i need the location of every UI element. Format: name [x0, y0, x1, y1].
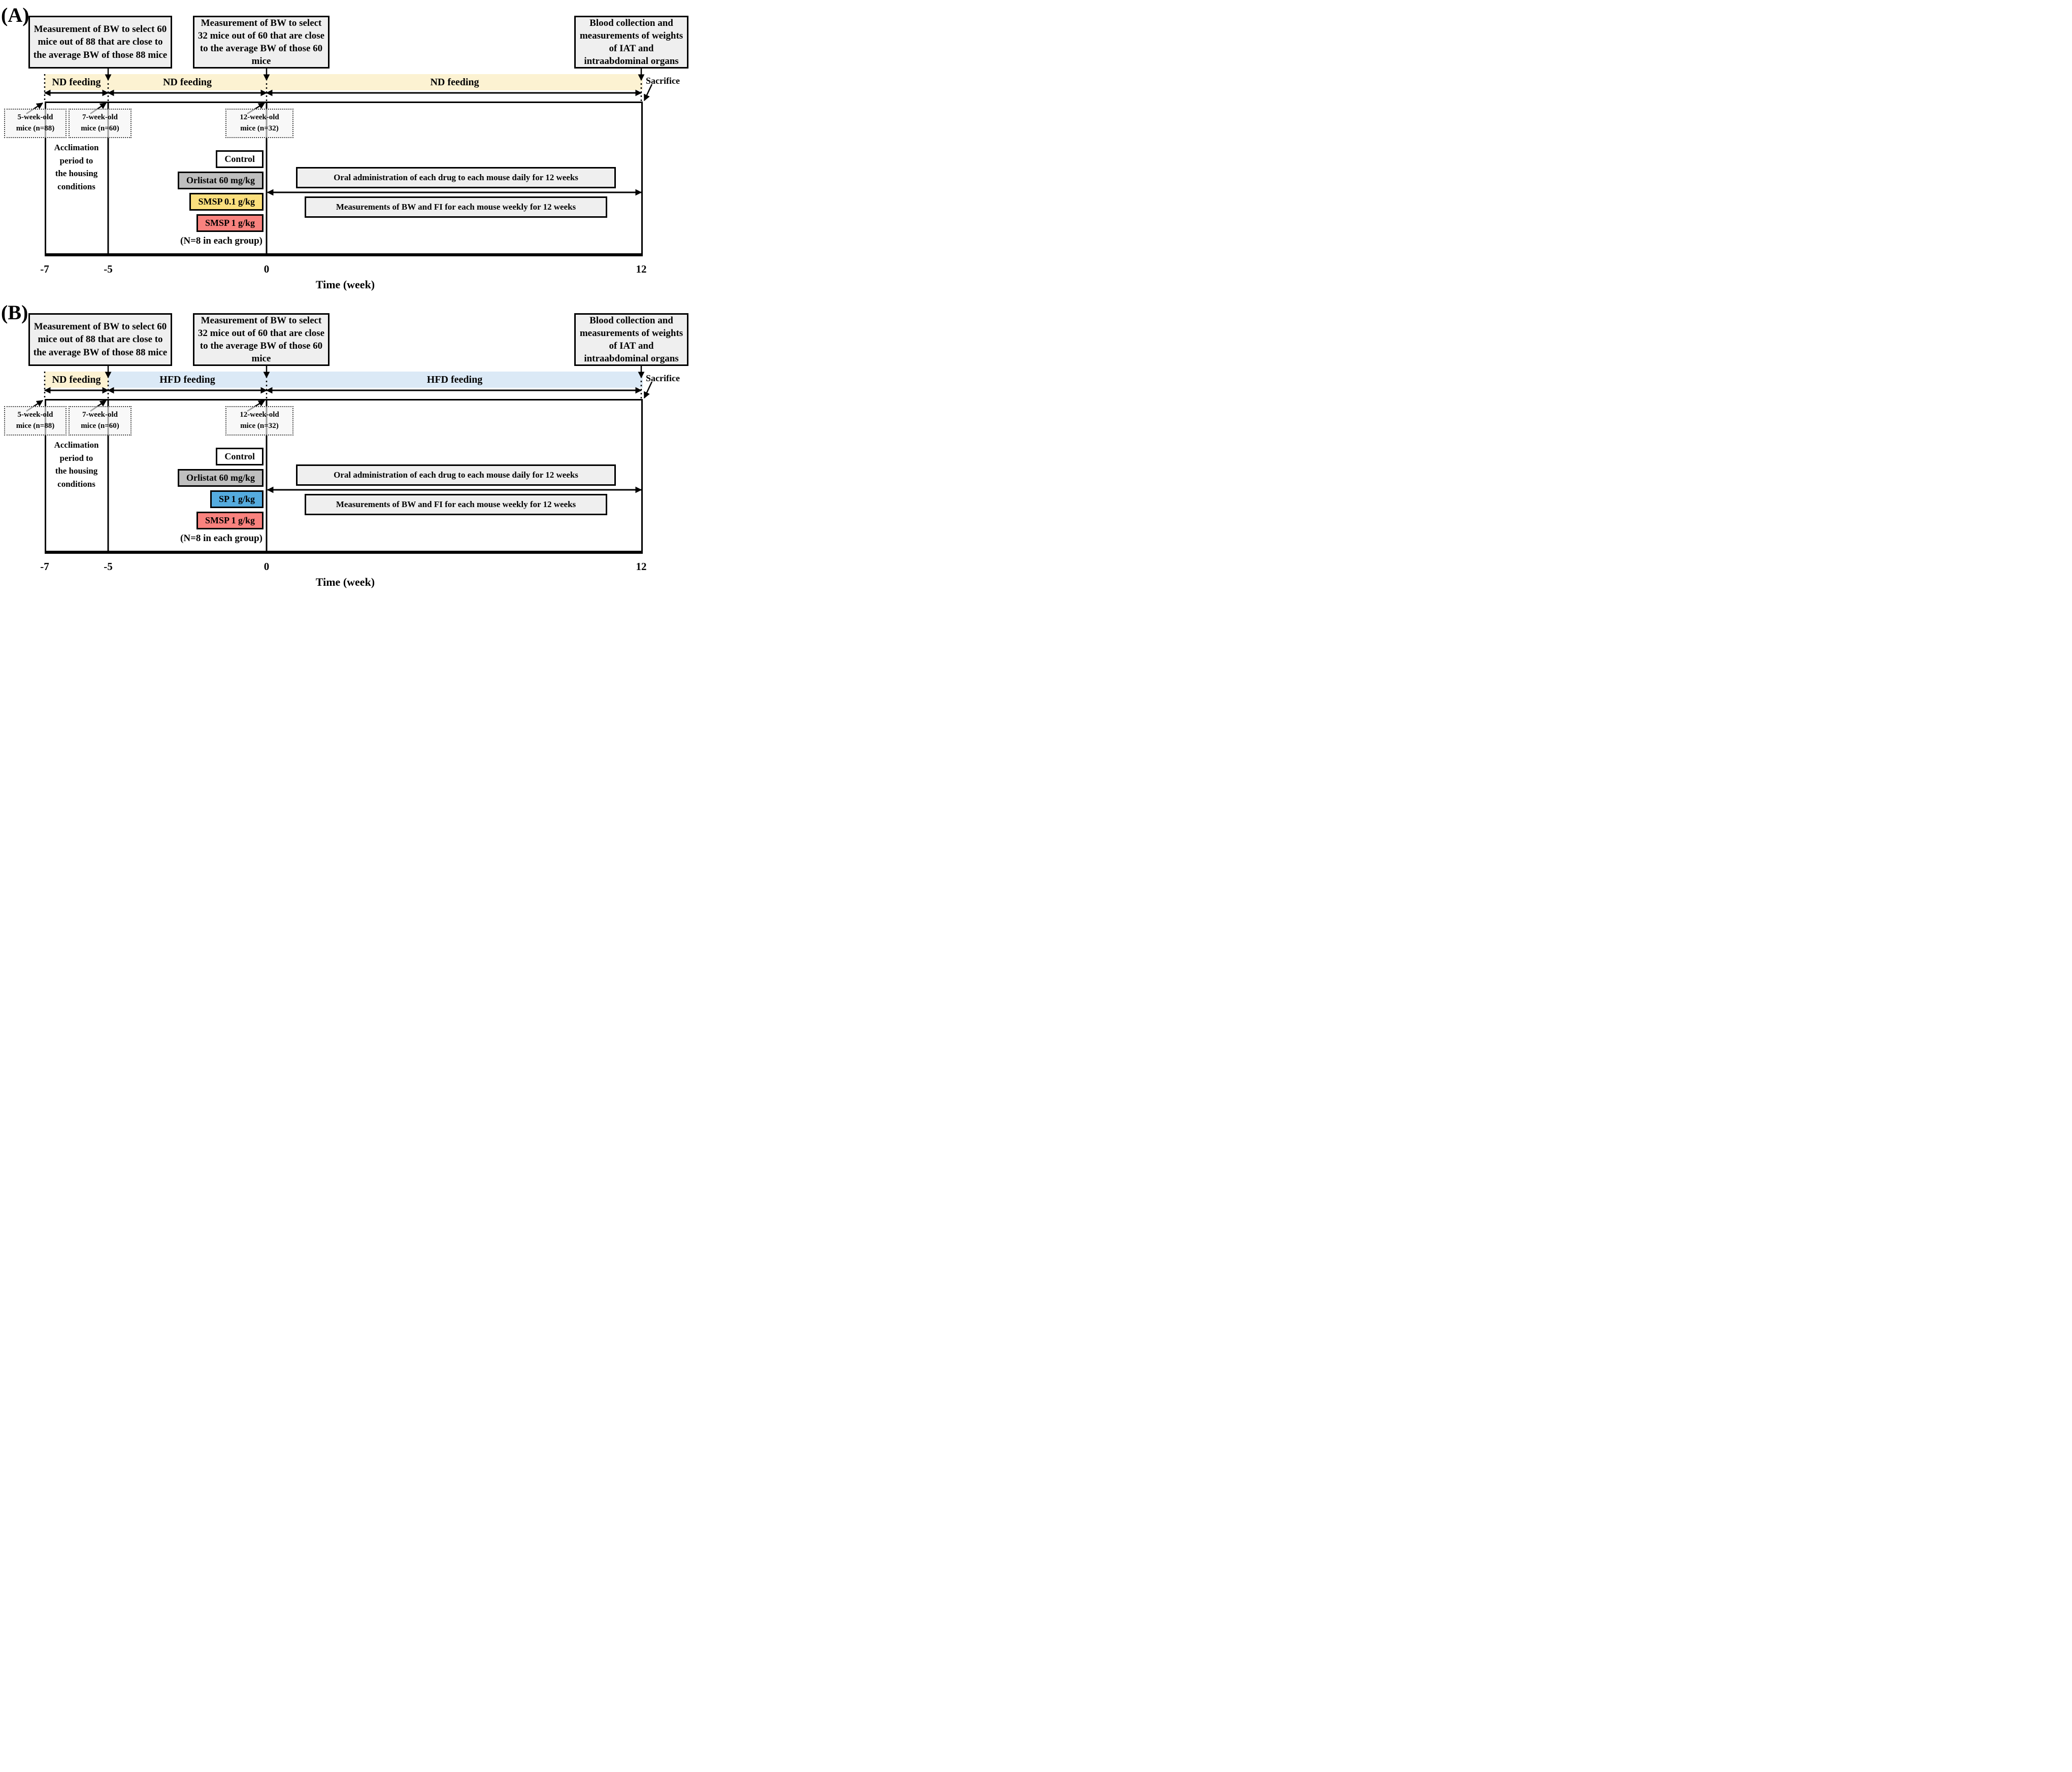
endpoint-box-week12: Blood collection and measurements of wei… — [574, 16, 688, 69]
timeline-frame — [45, 399, 643, 554]
group-box-orlistat: Orlistat 60 mg/kg — [178, 172, 264, 189]
measurements-note: Measurements of BW and FI for each mouse… — [305, 196, 607, 218]
group-box-orlistat: Orlistat 60 mg/kg — [178, 469, 264, 487]
feeding-band-segment: HFD feeding — [108, 372, 267, 388]
axis-label: Time (week) — [315, 278, 375, 291]
feeding-band-segment: ND feeding — [45, 74, 108, 90]
tick-label: -5 — [104, 263, 113, 275]
tick-label: -7 — [40, 560, 49, 573]
group-legend: Control Orlistat 60 mg/kg SP 1 g/kg SMSP… — [0, 448, 264, 544]
axis-label: Time (week) — [315, 576, 375, 588]
acclimation-note: Acclimation period to the housing condit… — [54, 440, 99, 489]
group-box-3: SP 1 g/kg — [210, 490, 264, 508]
tick-label: 12 — [636, 560, 647, 573]
feeding-band-segment: ND feeding — [267, 74, 643, 90]
selection-box-week-minus5: Measurement of BW to select 60 mice out … — [28, 16, 172, 69]
group-box-3: SMSP 0.1 g/kg — [189, 193, 264, 211]
group-size-note: (N=8 in each group) — [180, 236, 262, 246]
mice-box-7week: 7-week-old mice (n=60) — [69, 109, 131, 138]
mice-box-12week: 12-week-old mice (n=32) — [225, 109, 293, 138]
selection-box-week0: Measurement of BW to select 32 mice out … — [193, 313, 330, 366]
selection-box-week-minus5: Measurement of BW to select 60 mice out … — [28, 313, 172, 366]
group-box-control: Control — [216, 150, 264, 168]
group-legend: Control Orlistat 60 mg/kg SMSP 0.1 g/kg … — [0, 150, 264, 247]
panel-label: (B) — [1, 301, 28, 324]
tick-label: 0 — [264, 560, 270, 573]
tick-label: 0 — [264, 263, 270, 275]
endpoint-box-week12: Blood collection and measurements of wei… — [574, 313, 688, 366]
feeding-band-segment: HFD feeding — [267, 372, 643, 388]
group-box-control: Control — [216, 448, 264, 465]
timeline-frame — [45, 102, 643, 256]
oral-administration-note: Oral administration of each drug to each… — [296, 167, 616, 188]
selection-box-week0: Measurement of BW to select 32 mice out … — [193, 16, 330, 69]
panel-a: ND feeding ND feeding ND feeding — [0, 3, 690, 295]
sacrifice-label: Sacrifice — [646, 76, 680, 86]
mice-box-12week: 12-week-old mice (n=32) — [225, 406, 293, 436]
sacrifice-label: Sacrifice — [646, 373, 680, 383]
study-design-figure: ND feeding ND feeding ND feeding — [0, 0, 690, 591]
feeding-band-segment: ND feeding — [108, 74, 267, 90]
acclimation-note: Acclimation period to the housing condit… — [54, 143, 99, 191]
feeding-band-segment: ND feeding — [45, 372, 108, 388]
group-box-4: SMSP 1 g/kg — [196, 512, 264, 529]
measurements-note: Measurements of BW and FI for each mouse… — [305, 494, 607, 515]
group-size-note: (N=8 in each group) — [180, 533, 262, 544]
mice-box-7week: 7-week-old mice (n=60) — [69, 406, 131, 436]
group-box-4: SMSP 1 g/kg — [196, 214, 264, 232]
tick-label: -5 — [104, 560, 113, 573]
oral-administration-note: Oral administration of each drug to each… — [296, 464, 616, 486]
mice-box-5week: 5-week-old mice (n=88) — [4, 109, 67, 138]
mice-box-5week: 5-week-old mice (n=88) — [4, 406, 67, 436]
panel-b: ND feeding HFD feeding HFD feeding — [0, 300, 690, 591]
tick-label: -7 — [40, 263, 49, 275]
panel-label: (A) — [1, 4, 29, 26]
tick-label: 12 — [636, 263, 647, 275]
